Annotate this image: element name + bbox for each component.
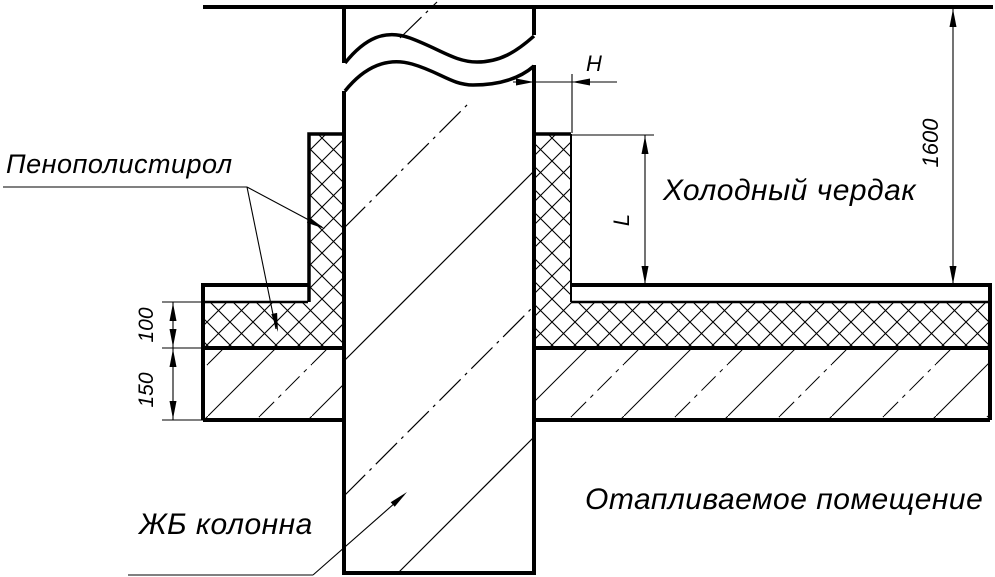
dim-l-arrow-top	[641, 136, 649, 154]
dim-100-arrow-bottom	[169, 329, 177, 347]
dimension-1600: 1600	[918, 8, 957, 285]
dim-150-arrow-bottom	[169, 401, 177, 419]
insulation-callout: Пенополистирол	[3, 149, 325, 332]
column-callout: ЖБ колонна	[128, 492, 407, 576]
column-insulation-left-fill	[309, 134, 344, 302]
rc-column-hatch	[343, 1, 535, 574]
break-line	[343, 32, 536, 93]
dim-h-arrow-right	[572, 78, 590, 86]
dim-100-arrow-top	[169, 303, 177, 321]
column-hatch-line	[397, 436, 535, 574]
insulation-left-outline	[307, 132, 344, 302]
rc-column-outline	[342, 7, 536, 575]
insulation-label: Пенополистирол	[6, 149, 233, 179]
dim-l-arrow-bottom	[641, 266, 649, 284]
dim-l-label: L	[609, 214, 634, 226]
dim-100-label: 100	[135, 307, 158, 342]
slab-left-fill	[203, 348, 344, 420]
cold-attic-label: Холодный чердак	[662, 174, 917, 207]
slab-fills	[203, 348, 990, 420]
column-leader	[312, 494, 405, 576]
column-label: ЖБ колонна	[137, 508, 313, 541]
column-insulation-right-fill	[534, 134, 571, 302]
insulation-leader-2	[246, 186, 277, 330]
insulation-leader-arrow-2	[271, 312, 278, 332]
dim-h-arrow-left	[516, 78, 534, 86]
dim-1600-arrow-bottom	[949, 266, 957, 284]
slab-right-fill	[534, 348, 990, 420]
break-curve-upper	[343, 32, 536, 65]
column-hatch-line	[343, 170, 535, 362]
attic-floor-right	[534, 283, 992, 422]
heated-room-label: Отапливаемое помещение	[585, 483, 983, 516]
floor-insulation-left-fill	[203, 302, 344, 348]
floor-insulation-right-fill	[534, 302, 990, 348]
attic-floor-left	[201, 283, 344, 422]
dimension-h: Н	[513, 51, 617, 133]
dim-150-label: 150	[135, 372, 158, 407]
insulation-fills	[203, 134, 990, 348]
dim-1600-arrow-top	[949, 9, 957, 27]
insulation-leader-arrow-1	[306, 217, 325, 229]
column-hatch-line	[343, 305, 535, 497]
dim-h-label: Н	[586, 51, 602, 76]
break-curve-lower	[343, 59, 536, 93]
dimension-100-150: 100 150	[135, 301, 203, 421]
column-leader-arrow	[390, 492, 407, 507]
column-hatch-line	[343, 103, 469, 229]
dim-150-arrow-top	[169, 349, 177, 367]
column-insulation-outlines	[307, 132, 572, 302]
dimension-l: L	[571, 134, 654, 285]
dim-1600-label: 1600	[918, 118, 943, 168]
column-hatch-line	[399, 1, 438, 39]
